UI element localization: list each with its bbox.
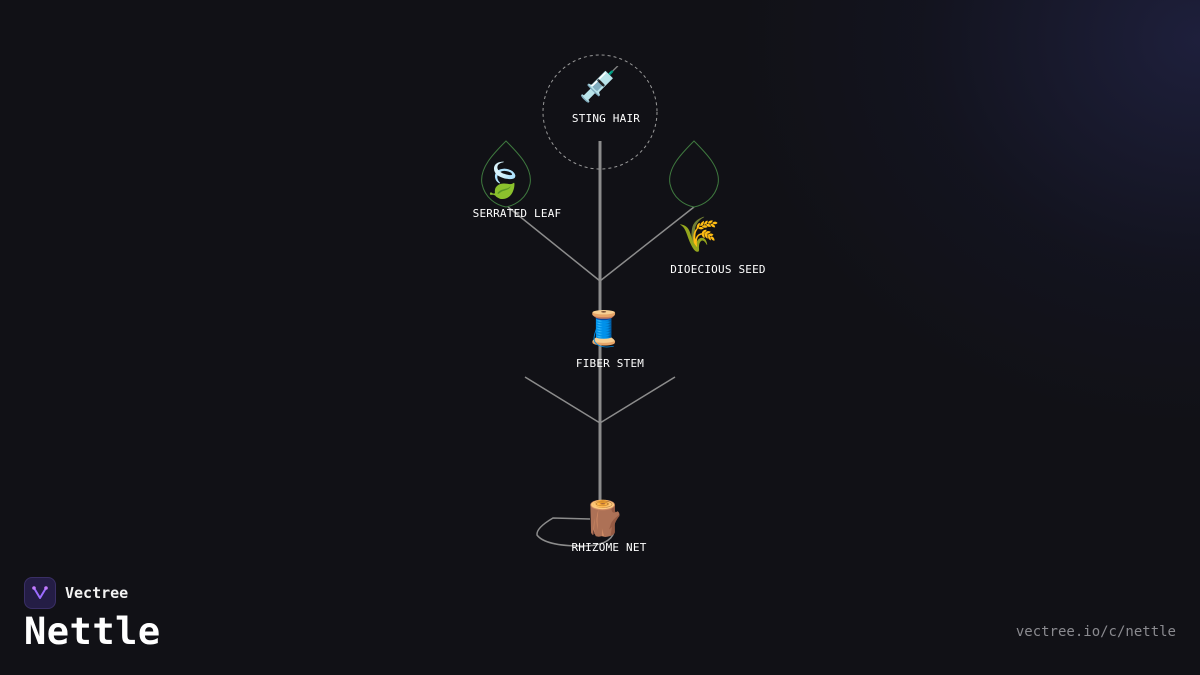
- branch-lower-left: [524, 376, 601, 424]
- node-sting-hair[interactable]: 💉 STING HAIR: [572, 65, 640, 125]
- node-label: RHIZOME NET: [571, 541, 646, 554]
- leaf-outline-left: [481, 140, 531, 208]
- node-label: DIOECIOUS SEED: [670, 263, 766, 276]
- vectree-logo-icon: [24, 577, 56, 609]
- branch-upper-left: [507, 206, 601, 282]
- node-dioecious-seed[interactable]: 🌾 DIOECIOUS SEED: [670, 215, 766, 276]
- page-title: Nettle: [24, 610, 161, 653]
- leaf-outline-right: [669, 140, 719, 208]
- branch-lower-right: [599, 376, 676, 424]
- branch-upper-right: [599, 206, 695, 282]
- wheat-icon: 🌾: [678, 215, 720, 255]
- page-url[interactable]: vectree.io/c/nettle: [1015, 624, 1176, 640]
- brand-name: Vectree: [65, 584, 129, 602]
- node-label: STING HAIR: [572, 112, 640, 125]
- log-icon: 🪵: [583, 499, 625, 539]
- node-serrated-leaf[interactable]: 🍃 SERRATED LEAF: [473, 160, 562, 220]
- node-fiber-stem[interactable]: 🧵 FIBER STEM: [576, 309, 644, 370]
- brand[interactable]: Vectree: [24, 577, 128, 609]
- sting-hair-ring: [542, 54, 658, 170]
- rhizome-loop: [536, 517, 615, 547]
- syringe-icon: 💉: [579, 65, 621, 105]
- node-label: FIBER STEM: [576, 357, 644, 370]
- leaf-wind-icon: 🍃: [482, 160, 524, 201]
- thread-spool-icon: 🧵: [583, 309, 625, 349]
- node-label: SERRATED LEAF: [473, 207, 562, 220]
- node-rhizome-net[interactable]: 🪵 RHIZOME NET: [571, 499, 646, 554]
